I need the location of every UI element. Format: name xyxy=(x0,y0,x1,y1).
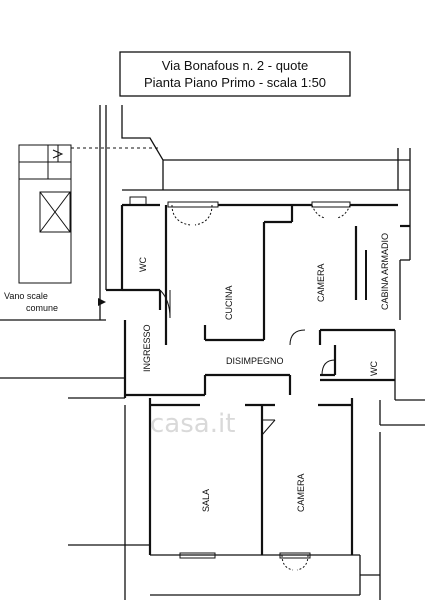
title-line-2: Pianta Piano Primo - scala 1:50 xyxy=(144,75,326,90)
room-label-camera-top: CAMERA xyxy=(316,263,326,302)
title-line-1: Via Bonafous n. 2 - quote xyxy=(162,58,308,73)
interior-walls xyxy=(106,203,410,555)
room-label-sala: SALA xyxy=(201,489,211,512)
room-label-camera-bottom: CAMERA xyxy=(296,473,306,512)
watermark: casa.it xyxy=(150,409,235,439)
stair-shaft xyxy=(18,144,160,284)
stair-label-line-2: comune xyxy=(26,303,58,313)
title-box xyxy=(119,51,351,97)
room-label-ingresso: INGRESSO xyxy=(142,324,152,372)
entrance-arrow-icon xyxy=(98,298,106,306)
room-label-wc-left: WC xyxy=(138,257,148,272)
outer-walls xyxy=(0,105,425,600)
doors xyxy=(129,196,351,571)
room-label-disimpegno: DISIMPEGNO xyxy=(226,356,284,366)
room-label-cucina: CUCINA xyxy=(224,285,234,320)
room-label-cabina-armadio: CABINA ARMADIO xyxy=(380,233,390,310)
stair-label-line-1: Vano scale xyxy=(4,291,48,301)
room-label-wc-right: WC xyxy=(369,361,379,376)
